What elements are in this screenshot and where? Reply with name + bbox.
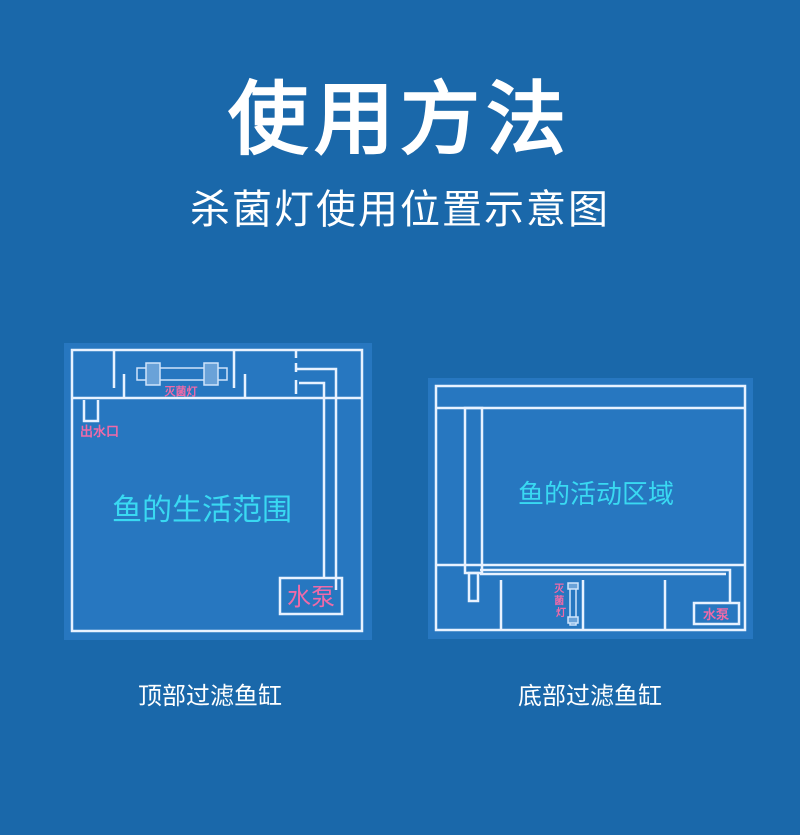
page-title: 使用方法 xyxy=(228,73,572,166)
bottom-filter-tank-diagram xyxy=(428,378,753,639)
left-lamp-label: 灭菌灯 xyxy=(164,384,198,398)
left-pump-label: 水泵 xyxy=(287,583,335,611)
right-lamp-label: 灭 菌 灯 xyxy=(553,583,567,619)
top-filter-tank-diagram xyxy=(64,343,372,640)
right-caption: 底部过滤鱼缸 xyxy=(518,682,662,710)
left-caption: 顶部过滤鱼缸 xyxy=(138,682,282,710)
right-pump-label: 水泵 xyxy=(703,607,729,623)
outlet-label: 出水口 xyxy=(80,424,119,440)
right-lamp-label-char: 灯 xyxy=(556,606,566,619)
uv-lamp-icon xyxy=(136,362,228,386)
right-lamp-label-char: 菌 xyxy=(554,594,564,607)
uv-lamp-icon xyxy=(567,582,579,626)
page-subtitle: 杀菌灯使用位置示意图 xyxy=(190,187,610,233)
right-area-label: 鱼的活动区域 xyxy=(518,480,674,510)
right-lamp-label-char: 灭 xyxy=(553,583,565,595)
left-area-label: 鱼的生活范围 xyxy=(112,493,292,528)
